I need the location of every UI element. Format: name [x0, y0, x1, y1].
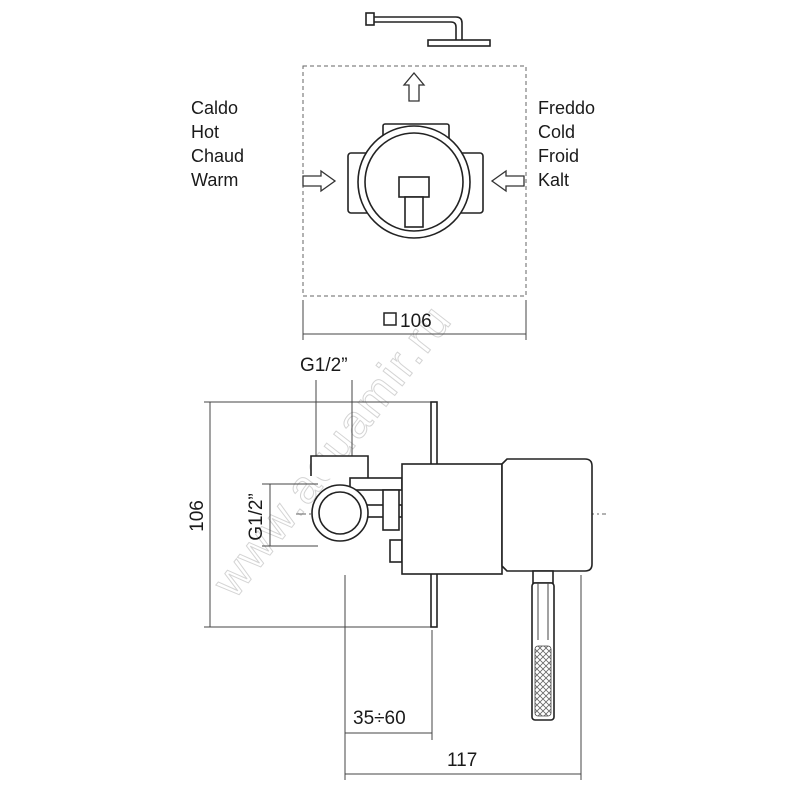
height-value: 106	[187, 500, 208, 532]
side-view: G1/2” 106 G1/2”	[187, 355, 606, 780]
total-depth-value: 117	[447, 750, 477, 771]
total-depth-dimension: 117	[345, 575, 582, 780]
square-symbol-icon	[383, 312, 397, 326]
plate-size-value: 106	[400, 311, 432, 332]
cold-label-en: Cold	[538, 122, 575, 142]
cold-label-fr: Froid	[538, 146, 579, 166]
lever-handle	[531, 570, 555, 721]
hot-label-it: Caldo	[191, 98, 238, 118]
thread-top-label: G1/2”	[300, 355, 348, 376]
cold-label-de: Kalt	[538, 170, 569, 190]
knurled-grip	[534, 645, 552, 717]
thread-side-label: G1/2”	[246, 493, 267, 541]
outlet-arrow-icon	[402, 71, 426, 102]
depth-range-dimension: 35÷60	[344, 575, 433, 780]
plate-dimension: 106	[302, 300, 527, 340]
valve-body	[347, 123, 484, 239]
side-thread-dimension: G1/2”	[246, 483, 318, 547]
front-view: Caldo Hot Chaud Warm Freddo Cold Froid K…	[191, 12, 595, 340]
cold-label-it: Freddo	[538, 98, 595, 118]
hot-label-en: Hot	[191, 122, 219, 142]
hot-inlet-arrow-icon	[302, 169, 337, 193]
handle-body	[501, 458, 593, 572]
valve-body-side	[310, 455, 403, 563]
cartridge-cap	[401, 463, 503, 575]
hot-labels: Caldo Hot Chaud Warm	[191, 98, 244, 190]
cold-inlet-arrow-icon	[490, 169, 525, 193]
depth-range-value: 35÷60	[353, 708, 406, 729]
shower-head-icon	[365, 12, 491, 47]
hot-label-de: Warm	[191, 170, 238, 190]
hot-label-fr: Chaud	[191, 146, 244, 166]
height-dimension: 106	[187, 401, 437, 628]
cold-labels: Freddo Cold Froid Kalt	[538, 98, 595, 190]
